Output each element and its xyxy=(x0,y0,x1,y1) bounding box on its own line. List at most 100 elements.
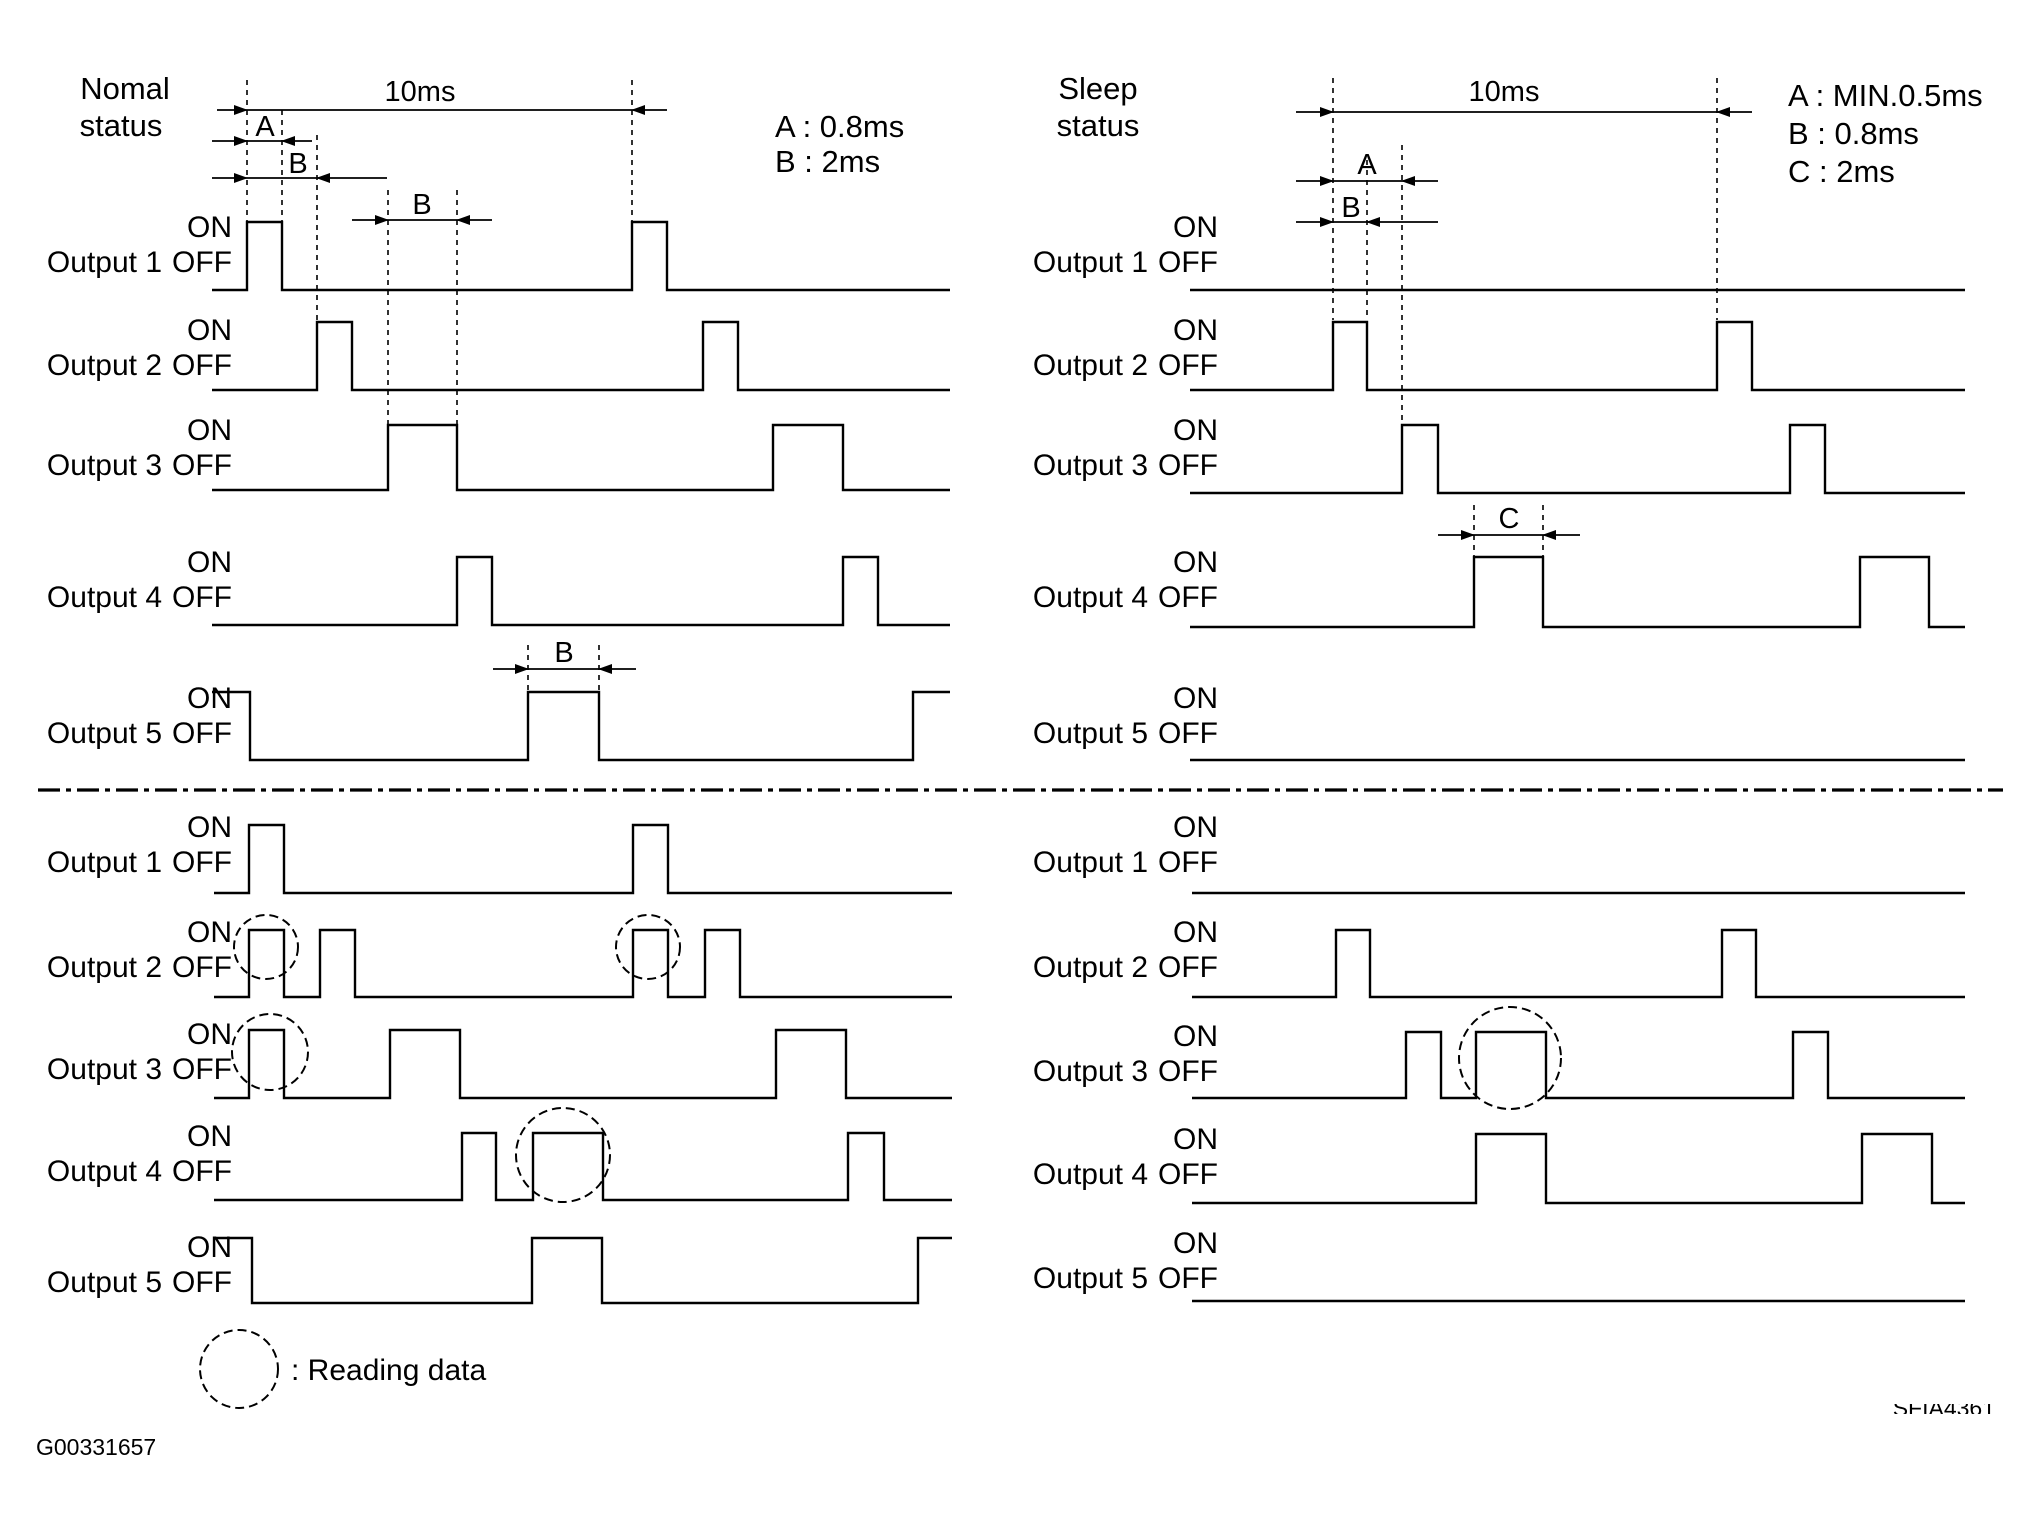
off-label: OFF xyxy=(1158,846,1218,879)
svg-text:Sleep: Sleep xyxy=(1058,71,1137,106)
output-3-waveform xyxy=(1192,1030,1965,1100)
output-3-label: Output 3 xyxy=(1033,1055,1148,1088)
svg-text:Nomal: Nomal xyxy=(80,71,170,106)
on-label: ON xyxy=(187,211,232,244)
output-2-label: Output 2 xyxy=(1033,349,1148,382)
on-label: ON xyxy=(1173,916,1218,949)
normal-dimensions: 10ms A B B B xyxy=(212,76,667,695)
output-3-label: Output 3 xyxy=(47,1053,162,1086)
on-label: ON xyxy=(1173,1227,1218,1260)
off-label: OFF xyxy=(172,349,232,382)
output-2-waveform xyxy=(212,320,950,392)
output-5-label: Output 5 xyxy=(47,1266,162,1299)
on-label: ON xyxy=(187,1018,232,1051)
svg-text:C : 2ms: C : 2ms xyxy=(1788,154,1895,189)
off-label: OFF xyxy=(172,1266,232,1299)
reading-legend-circle xyxy=(199,1329,279,1409)
output-1-label: Output 1 xyxy=(47,246,162,279)
output-2-waveform xyxy=(1192,928,1965,999)
output-5-waveform xyxy=(212,690,950,762)
on-label: ON xyxy=(187,682,232,715)
figure-id: G00331657 xyxy=(36,1434,156,1460)
reading-circle xyxy=(231,1013,309,1091)
output-5-waveform xyxy=(214,1236,952,1305)
on-label: ON xyxy=(187,546,232,579)
output-1-label: Output 1 xyxy=(1033,846,1148,879)
off-label: OFF xyxy=(1158,1158,1218,1191)
off-label: OFF xyxy=(1158,349,1218,382)
off-label: OFF xyxy=(1158,1055,1218,1088)
output-4-waveform xyxy=(212,555,950,627)
output-4-waveform xyxy=(214,1131,952,1202)
reading-legend-text: : Reading data xyxy=(291,1354,486,1387)
svg-text:status: status xyxy=(1057,108,1140,143)
off-label: OFF xyxy=(1158,581,1218,614)
output-4-waveform xyxy=(1192,1132,1965,1205)
output-5-label: Output 5 xyxy=(47,717,162,750)
normal-marker-b-top: B xyxy=(288,148,307,180)
reading-circle xyxy=(233,914,299,980)
waveforms xyxy=(212,220,1965,1305)
off-label: OFF xyxy=(172,717,232,750)
on-label: ON xyxy=(1173,811,1218,844)
sleep-marker-b: B xyxy=(1341,192,1360,224)
svg-text:status: status xyxy=(80,108,163,143)
reading-data-markers xyxy=(231,914,1562,1203)
output-3-waveform xyxy=(214,1028,952,1100)
off-label: OFF xyxy=(172,951,232,984)
output-1-waveform xyxy=(214,823,952,895)
output-2-label: Output 2 xyxy=(47,349,162,382)
off-label: OFF xyxy=(1158,1262,1218,1295)
on-label: ON xyxy=(1173,682,1218,715)
on-label: ON xyxy=(187,414,232,447)
svg-text:A : MIN.0.5ms: A : MIN.0.5ms xyxy=(1788,78,1983,113)
off-label: OFF xyxy=(172,846,232,879)
off-label: OFF xyxy=(172,1053,232,1086)
output-5-label: Output 5 xyxy=(1033,717,1148,750)
off-label: OFF xyxy=(172,246,232,279)
output-3-label: Output 3 xyxy=(47,449,162,482)
output-4-label: Output 4 xyxy=(1033,581,1148,614)
output-4-waveform xyxy=(1190,555,1965,629)
output-5-label: Output 5 xyxy=(1033,1262,1148,1295)
reading-circle xyxy=(1458,1006,1562,1110)
on-label: ON xyxy=(1173,414,1218,447)
on-label: ON xyxy=(187,314,232,347)
svg-text:B : 2ms: B : 2ms xyxy=(775,144,880,179)
output-4-label: Output 4 xyxy=(47,581,162,614)
sleep-status-legend: A : MIN.0.5ms B : 0.8ms C : 2ms xyxy=(1788,78,1983,189)
off-label: OFF xyxy=(1158,717,1218,750)
sleep-dimensions: 10ms A B C xyxy=(1296,76,1752,558)
svg-text:A : 0.8ms: A : 0.8ms xyxy=(775,109,904,144)
normal-status-heading: Nomal status xyxy=(80,71,170,143)
sleep-marker-a: A xyxy=(1357,149,1377,181)
normal-marker-a: A xyxy=(255,111,275,143)
on-label: ON xyxy=(1173,314,1218,347)
svg-text:B : 0.8ms: B : 0.8ms xyxy=(1788,116,1919,151)
off-label: OFF xyxy=(1158,246,1218,279)
reading-circle xyxy=(615,914,681,980)
output-1-label: Output 1 xyxy=(47,846,162,879)
on-label: ON xyxy=(187,811,232,844)
on-label: ON xyxy=(1173,1020,1218,1053)
output-4-label: Output 4 xyxy=(1033,1158,1148,1191)
output-2-label: Output 2 xyxy=(1033,951,1148,984)
sleep-marker-c: C xyxy=(1499,503,1520,535)
sleep-period-label: 10ms xyxy=(1469,76,1540,108)
output-2-label: Output 2 xyxy=(47,951,162,984)
corner-code: SFIA4361 xyxy=(1893,1395,1995,1421)
off-label: OFF xyxy=(172,449,232,482)
output-1-waveform xyxy=(212,220,950,292)
normal-marker-b-mid: B xyxy=(412,189,431,221)
on-label: ON xyxy=(1173,1123,1218,1156)
normal-status-legend: A : 0.8ms B : 2ms xyxy=(775,109,904,179)
output-3-waveform xyxy=(1190,423,1965,495)
reading-data-legend: : Reading data xyxy=(199,1329,486,1409)
off-label: OFF xyxy=(1158,449,1218,482)
normal-period-label: 10ms xyxy=(385,76,456,108)
on-label: ON xyxy=(187,916,232,949)
on-label: ON xyxy=(187,1120,232,1153)
output-1-label: Output 1 xyxy=(1033,246,1148,279)
